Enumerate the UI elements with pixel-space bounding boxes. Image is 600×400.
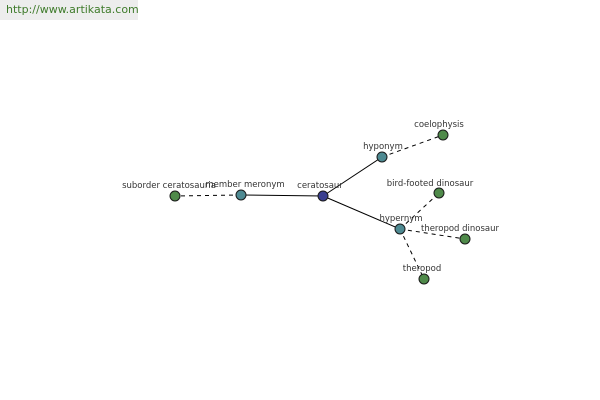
node-dot-hyponym[interactable] (376, 151, 388, 163)
edge-ceratosaur-to-hypernym (322, 195, 401, 230)
node-label-ceratosaur[interactable]: ceratosaur (297, 181, 343, 191)
node-ceratosaur[interactable]: ceratosaur (297, 181, 343, 202)
node-label-theropod-dinosaur[interactable]: theropod dinosaur (421, 224, 500, 234)
node-dot-member-meronym[interactable] (235, 189, 247, 201)
node-dot-suborder-ceratosauria[interactable] (169, 190, 181, 202)
node-label-hyponym[interactable]: hyponym (363, 142, 403, 152)
edge-hypernym-to-theropod-dinosaur (399, 228, 466, 240)
node-label-hypernym[interactable]: hypernym (379, 214, 422, 224)
watermark-url: http://www.artikata.com (0, 0, 139, 20)
node-dot-ceratosaur[interactable] (317, 190, 329, 202)
edge-hypernym-to-bird-footed-dinosaur (399, 192, 440, 230)
node-dot-bird-footed-dinosaur[interactable] (433, 187, 445, 199)
node-label-member-meronym[interactable]: member meronym (205, 180, 284, 190)
node-dot-theropod[interactable] (418, 273, 430, 285)
node-coelophysis[interactable]: coelophysis (414, 120, 464, 141)
node-label-bird-footed-dinosaur[interactable]: bird-footed dinosaur (387, 179, 474, 189)
node-label-coelophysis[interactable]: coelophysis (414, 120, 464, 130)
node-member-meronym[interactable]: member meronym (205, 180, 285, 201)
edge-member-meronym-to-suborder-ceratosauria (174, 194, 242, 197)
node-theropod-dinosaur[interactable]: theropod dinosaur (421, 224, 500, 245)
node-hyponym[interactable]: hyponym (363, 142, 403, 163)
node-label-theropod[interactable]: theropod (403, 264, 441, 274)
node-bird-footed-dinosaur[interactable]: bird-footed dinosaur (387, 179, 474, 199)
node-dot-theropod-dinosaur[interactable] (459, 233, 471, 245)
node-dot-hypernym[interactable] (394, 223, 406, 235)
node-suborder-ceratosauria[interactable]: suborder ceratosauria (122, 181, 216, 202)
node-label-suborder-ceratosauria[interactable]: suborder ceratosauria (122, 181, 216, 191)
edge-ceratosaur-to-hyponym (322, 156, 383, 197)
edge-hypernym-to-theropod (399, 228, 425, 280)
node-dot-coelophysis[interactable] (437, 129, 449, 141)
edge-hyponym-to-coelophysis (381, 134, 444, 158)
edge-ceratosaur-to-member-meronym (240, 194, 324, 197)
node-theropod[interactable]: theropod (403, 264, 441, 285)
node-hypernym[interactable]: hypernym (379, 214, 423, 235)
edges-layer (174, 134, 466, 280)
